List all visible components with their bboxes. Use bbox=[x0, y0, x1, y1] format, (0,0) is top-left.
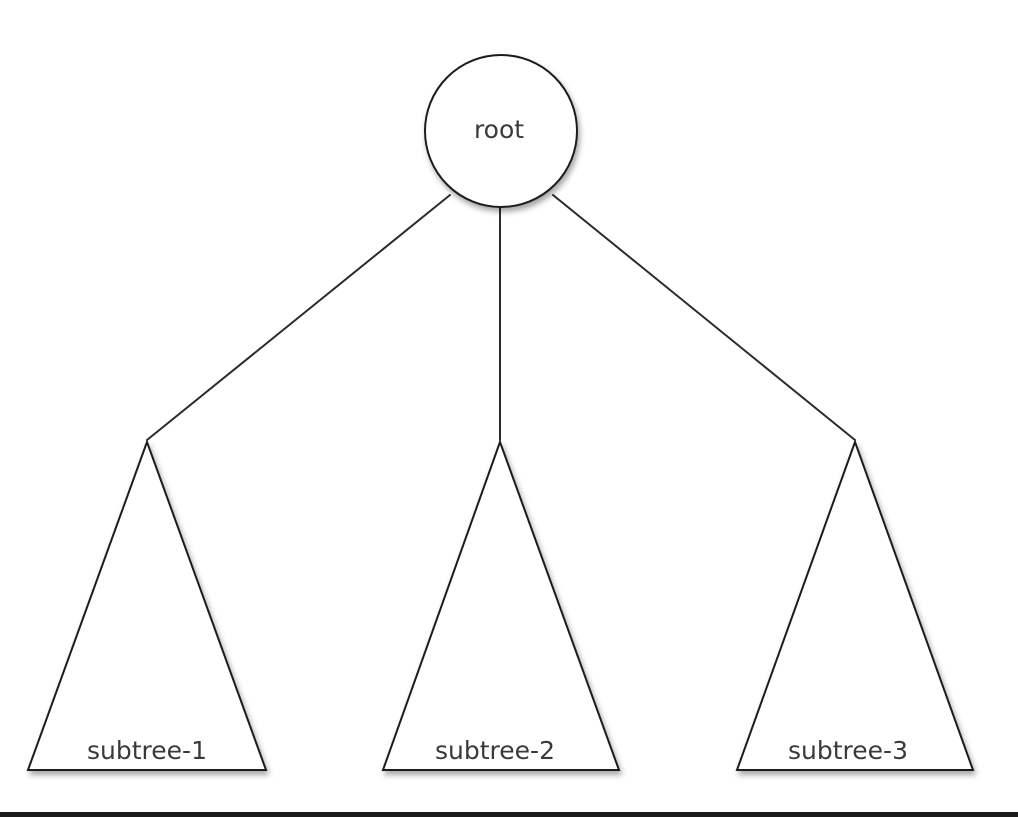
edge-root-subtree-3 bbox=[552, 194, 856, 441]
subtree-2-label: subtree-2 bbox=[435, 736, 555, 765]
subtree-1-node: subtree-1 bbox=[26, 439, 268, 771]
root-node: root bbox=[424, 54, 578, 208]
subtree-3-node: subtree-3 bbox=[735, 439, 975, 771]
root-label: root bbox=[474, 115, 524, 144]
subtree-2-node: subtree-2 bbox=[381, 439, 621, 771]
edge-root-subtree-1 bbox=[146, 194, 451, 441]
subtree-3-label: subtree-3 bbox=[788, 736, 908, 765]
subtree-1-triangle bbox=[26, 439, 268, 771]
subtree-1-label: subtree-1 bbox=[87, 736, 207, 765]
subtree-2-triangle bbox=[381, 439, 621, 771]
subtree-3-triangle bbox=[735, 439, 975, 771]
bottom-border bbox=[0, 812, 1018, 817]
root-circle bbox=[424, 54, 578, 208]
